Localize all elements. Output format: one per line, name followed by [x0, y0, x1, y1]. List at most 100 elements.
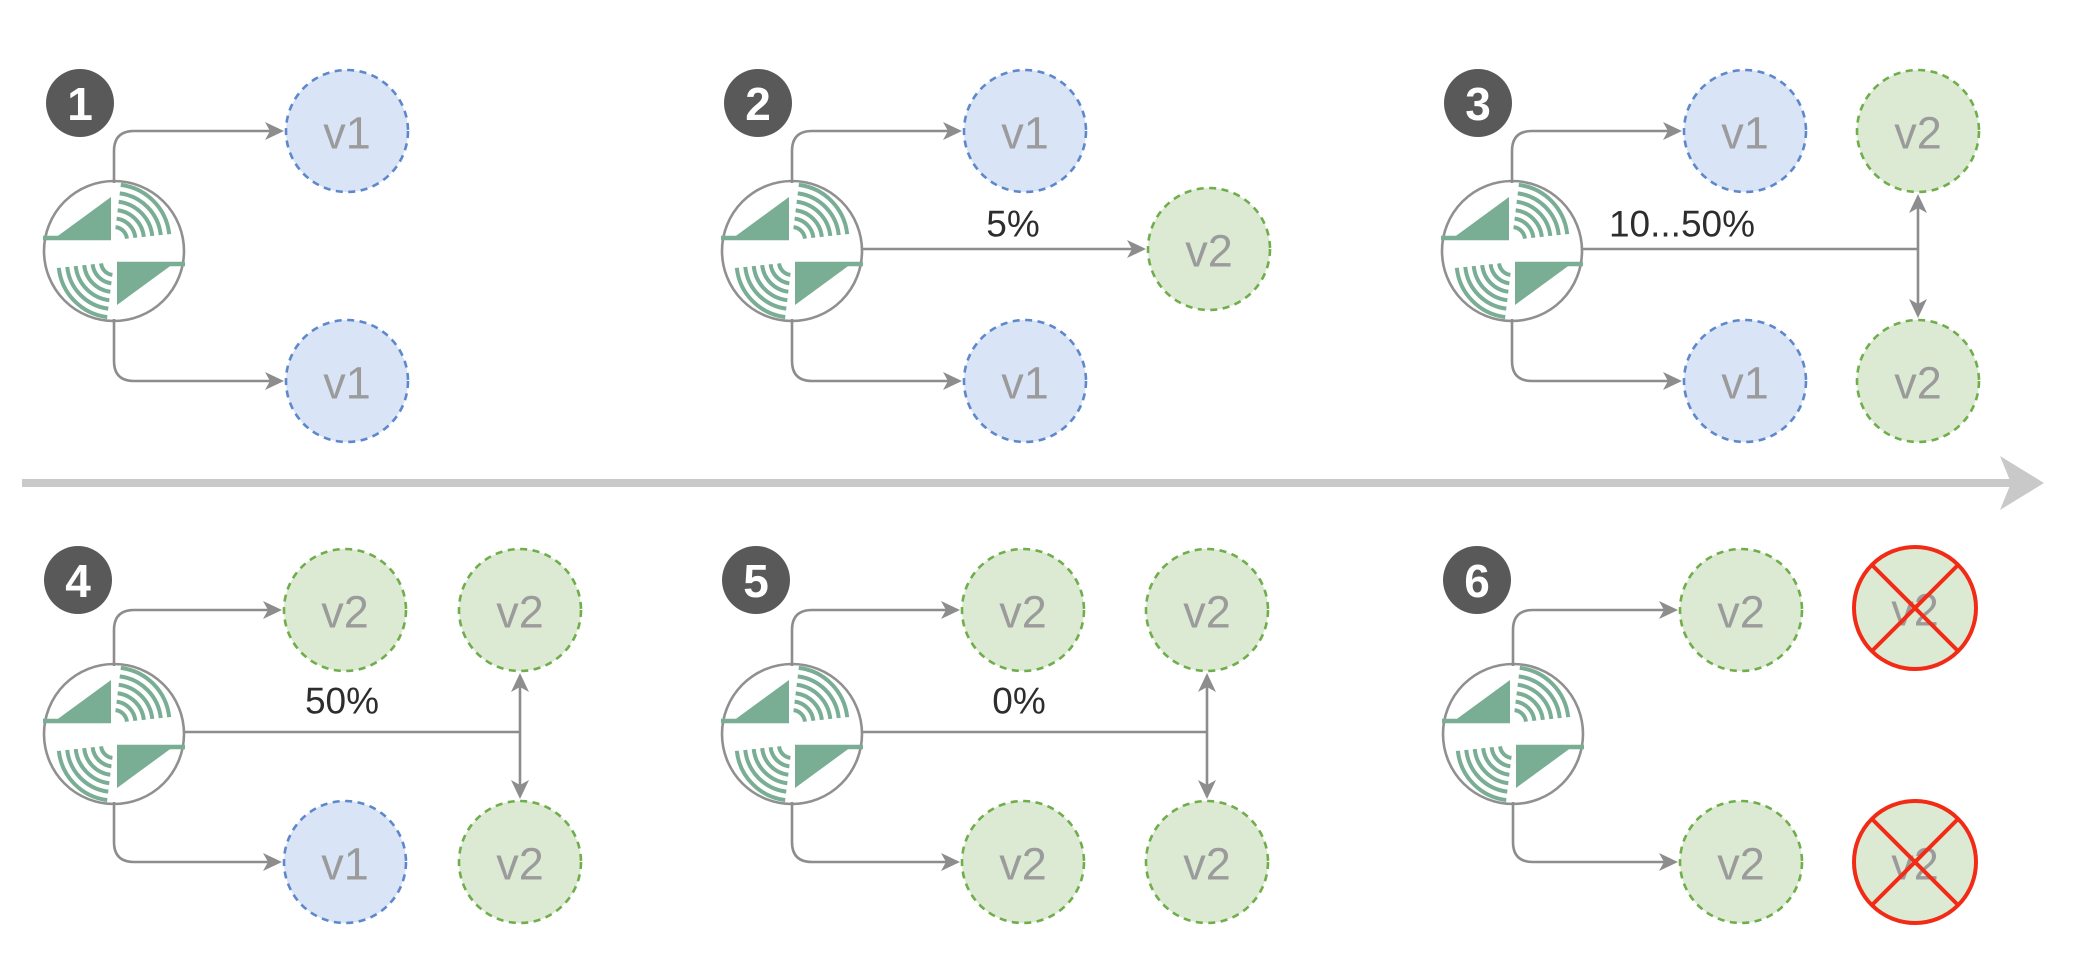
node-v1: v1 [962, 318, 1088, 444]
sail-wake-arc [797, 191, 841, 236]
node-v1: v1 [962, 68, 1088, 194]
sail-wake-arc [82, 264, 111, 294]
step-number-badge: 4 [44, 546, 112, 614]
badge-circle [44, 546, 112, 614]
source-circle [720, 179, 864, 323]
pod-version-label: v1 [321, 839, 369, 890]
node-v2: v2 [1678, 799, 1804, 925]
sail-wake-arc [1497, 262, 1511, 277]
pod-circle [960, 547, 1086, 673]
step-2: 2 5% v1 v1 v2 [720, 68, 1272, 444]
sail-wake-arc [117, 691, 146, 721]
pod-circle [457, 799, 583, 925]
sail-wake-arc [56, 267, 108, 320]
step-number-badge: 6 [1443, 546, 1511, 614]
node-v2: v2 [960, 799, 1086, 925]
sail-wake-arc [1519, 665, 1571, 718]
pod-version-label: v2 [1185, 226, 1233, 277]
step-number-badge: 2 [724, 69, 792, 137]
skupper-logo-icon [1442, 665, 1584, 803]
pod-version-label: v1 [323, 108, 371, 159]
source-circle [720, 662, 864, 806]
logo-sail [1454, 261, 1583, 320]
sail-wake-arc [115, 708, 129, 723]
pod-circle [1144, 547, 1270, 673]
source-router [1441, 662, 1585, 806]
pod-circle [1855, 68, 1981, 194]
sail-wake-arc [1516, 691, 1545, 721]
pod-circle [284, 68, 410, 194]
badge-circle [724, 69, 792, 137]
skupper-logo-icon [721, 665, 863, 803]
logo-sail [721, 182, 850, 241]
scale-up-arrowhead-icon [1909, 194, 1927, 213]
arrow-to-bottom-node [790, 319, 948, 383]
arrowhead-icon [1659, 601, 1678, 619]
pod-circle [960, 799, 1086, 925]
sail-wake-arc [743, 749, 787, 794]
cross-x [1870, 563, 1960, 653]
source-router [42, 662, 186, 806]
terminated-cross-icon [1852, 799, 1978, 925]
sail-wake-arc [1518, 674, 1562, 719]
arrow-to-top-node [1510, 129, 1668, 183]
sail-wake-arc [1516, 199, 1553, 237]
sail-wake-arc [1488, 263, 1510, 286]
sail-wake-arc [65, 266, 109, 311]
sail-wake-arc [796, 199, 833, 237]
traffic-percent-label: 0% [992, 681, 1045, 722]
sail-triangle [733, 680, 789, 721]
sail-wake-arc [1455, 750, 1507, 803]
node-v2: v2 [1144, 547, 1270, 673]
node-v2: v2 [1678, 547, 1804, 673]
source-router [42, 179, 186, 323]
sail-wake-arc [1517, 682, 1554, 720]
sail-wake-arc [751, 748, 788, 786]
scale-down-arrowhead-icon [1909, 299, 1927, 318]
badge-circle [46, 69, 114, 137]
source-circle [1440, 179, 1584, 323]
sail-wake-arc [1515, 208, 1544, 238]
sail-wake-arc [82, 747, 111, 777]
skupper-logo-icon [43, 182, 185, 320]
pod-version-label: v2 [321, 587, 369, 638]
node-v2: v2 [1146, 186, 1272, 312]
logo-sail-rotated [734, 261, 863, 320]
sail-wake-arc [734, 267, 786, 320]
timeline-arrowhead-icon [2000, 456, 2044, 510]
sail-wake-arc [1489, 746, 1511, 769]
cross-circle [1852, 545, 1978, 671]
sail-triangle [733, 197, 789, 238]
arrowhead-icon [1127, 240, 1146, 258]
source-router [1440, 179, 1584, 323]
sail-wake-arc [1481, 747, 1510, 777]
node-v2: v2 [1855, 318, 1981, 444]
traffic-percent-label: 5% [986, 204, 1039, 245]
node-v1: v1 [284, 318, 410, 444]
badge-number: 1 [67, 78, 93, 130]
node-v2-terminated: v2 [1852, 545, 1978, 671]
pod-circle [1855, 318, 1981, 444]
traffic-percent-label: 50% [305, 681, 379, 722]
pod-circle [1682, 318, 1808, 444]
pod-version-label: v2 [1894, 108, 1942, 159]
arrowhead-icon [941, 853, 960, 871]
sail-wake-arc [1471, 265, 1508, 303]
arrow-to-top-node [790, 129, 948, 183]
sail-wake-arc [794, 699, 816, 722]
sail-wake-arc [1463, 266, 1507, 311]
sail-wake-arc [734, 750, 786, 803]
sail-triangle [117, 747, 173, 788]
cross-x [1870, 817, 1960, 907]
arrowhead-icon [263, 601, 282, 619]
arrowhead-icon [943, 122, 962, 140]
pod-version-label: v1 [323, 358, 371, 409]
sail-wake-arc [760, 747, 789, 777]
logo-sail-rotated [734, 744, 863, 803]
sail-wake-arc [117, 208, 146, 238]
arrowhead-icon [265, 372, 284, 390]
sail-wake-arc [99, 745, 113, 760]
logo-sail [1442, 665, 1571, 724]
sail-wake-arc [768, 263, 790, 286]
